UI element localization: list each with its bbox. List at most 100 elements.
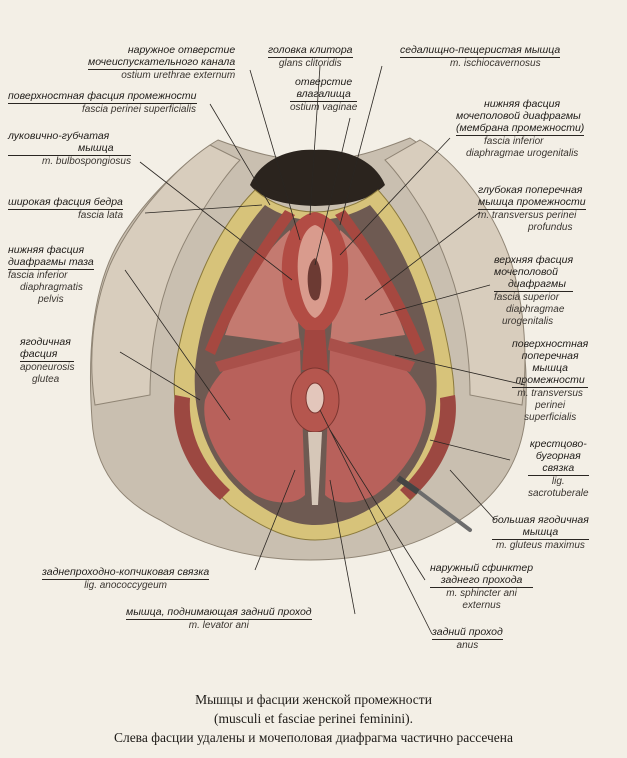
label-la: fascia inferior [8,270,68,281]
label-ru: седалищно-пещеристая мышца [400,44,561,58]
label-ru: мышца, поднимающая задний проход [126,606,312,620]
label-ru: мочеполовой [494,266,558,278]
vaginal-opening [307,258,322,301]
label-ru: диафрагмы таза [8,256,94,270]
label-ostium-urethrae: наружное отверстие мочеиспускательного к… [88,44,236,82]
label-glans-clitoridis: головка клитора glans clitoridis [268,44,353,70]
label-ru: мочеиспускательного канала [88,56,236,70]
label-fascia-superior-urogenitalis: верхняя фасция мочеполовой диафрагмы fas… [494,254,574,328]
caption-line-2: (musculi et fasciae perinei feminini). [213,711,414,726]
label-ru: диафрагмы [494,278,574,292]
label-ru: поперечная [521,350,579,362]
label-aponeurosis-glutea: ягодичная фасция aponeurosis glutea [20,336,75,386]
label-ru: мышца промежности [478,196,586,210]
label-fascia-lata: широкая фасция бедра fascia lata [8,196,124,222]
label-ru: крестцово- [529,438,587,450]
pubic-hair [250,149,385,206]
anus-opening [305,382,325,414]
label-la: perinei [535,400,566,411]
ischiocavernosus-right [335,210,425,355]
label-fascia-inferior-urogenitalis: нижняя фасция мочеполовой диафрагмы (мем… [456,98,585,160]
label-ru: нижняя фасция [484,98,561,110]
label-ru: глубокая поперечная [478,184,583,196]
label-la: m. bulbospongiosus [42,156,131,167]
label-sacrotuberale: крестцово- бугорная связка lig. sacrotub… [528,438,589,500]
label-ru: фасция [20,348,75,362]
levator-right [325,347,426,503]
label-la: m. levator ani [188,620,249,631]
label-fascia-diaphragmatis-pelvis: нижняя фасция диафрагмы таза fascia infe… [8,244,94,306]
label-ru: мышца [492,526,589,540]
label-ru: промежности [512,374,589,388]
label-la: aponeurosis [20,362,75,373]
retractor-hook [396,475,420,495]
label-la: pelvis [38,294,64,305]
label-ru: наружное отверстие [127,44,236,56]
label-ostium-vaginae: отверстие влагалища ostium vaginae [290,76,358,114]
label-la: diaphragmatis [20,282,83,293]
label-sphincter-ani: наружный сфинктер заднего прохода m. sph… [430,562,534,612]
caption-line-3: Слева фасции удалены и мочеполовая диафр… [113,730,514,745]
right-thigh [384,139,526,406]
label-ru: большая ягодичная [492,514,589,526]
label-anococcygeum: заднепроходно-копчиковая связка lig. ano… [42,566,210,592]
label-ru: заднепроходно-копчиковая связка [42,566,210,580]
label-la: m. ischiocavernosus [450,58,541,69]
label-la: lig. anococcygeum [84,580,168,591]
label-la: glutea [32,374,60,385]
label-ru: бугорная [535,450,581,462]
label-la: lig. [551,476,565,487]
label-ru: поверхностная фасция промежности [8,90,197,104]
label-la: profundus [528,222,573,233]
label-ru: луковично-губчатая [8,130,110,142]
label-la: anus [456,640,479,651]
label-transversus-superficialis: поверхностная поперечная мышца промежнос… [512,338,589,424]
label-la: m. transversus [517,388,583,399]
label-la: urogenitalis [502,316,554,327]
figure-caption: Мышцы и фасции женской промежности (musc… [0,690,627,747]
label-la: glans clitoridis [278,58,342,69]
caption-line-1: Мышцы и фасции женской промежности [195,692,432,707]
label-la: diaphragmae [506,304,565,315]
label-la: fascia inferior [484,136,544,147]
label-bulbospongiosus: луковично-губчатая мышца m. bulbospongio… [8,130,131,168]
gluteus-left [174,395,230,500]
label-gluteus-maximus: большая ягодичная мышца m. gluteus maxim… [492,514,589,552]
leader-lines [119,65,526,635]
label-fascia-perinei-superficialis: поверхностная фасция промежности fascia … [8,90,197,116]
label-la: m. sphincter ani [446,588,517,599]
urogenital-right [330,230,405,345]
label-ru: мышца [8,142,131,156]
label-ischiocavernosus: седалищно-пещеристая мышца m. ischiocave… [400,44,561,70]
levator-left [204,347,305,503]
anococcygeal-ligament [308,432,322,505]
label-ru: связка [528,462,589,476]
label-ru: (мембрана промежности) [456,122,585,136]
label-la: diaphragmae urogenitalis [466,148,579,159]
label-ru: мочеполовой диафрагмы [456,110,581,122]
transverse-right [328,338,415,372]
label-ru: верхняя фасция [494,254,574,266]
label-la: fascia perinei superficialis [82,104,196,115]
label-la: superficialis [524,412,577,423]
label-la: fascia lata [78,210,124,221]
label-ru: головка клитора [268,44,353,58]
label-ru: заднего прохода [430,574,534,588]
label-la: m. transversus perinei [478,210,577,221]
label-la: ostium urethrae externum [121,70,236,81]
label-ru: ягодичная [20,336,71,348]
label-ru: мышца [532,362,568,374]
left-thigh [91,144,241,406]
ischiocavernosus-left [205,210,295,355]
label-ru: влагалища [290,88,358,102]
label-ru: задний проход [432,626,503,640]
label-anus: задний проход anus [432,626,503,652]
label-levator-ani: мышца, поднимающая задний проход m. leva… [126,606,312,632]
label-ru: поверхностная [512,338,589,350]
transverse-left [215,338,302,372]
perineal-body [302,330,328,370]
label-la: fascia superior [494,292,560,303]
label-ru: наружный сфинктер [430,562,534,574]
